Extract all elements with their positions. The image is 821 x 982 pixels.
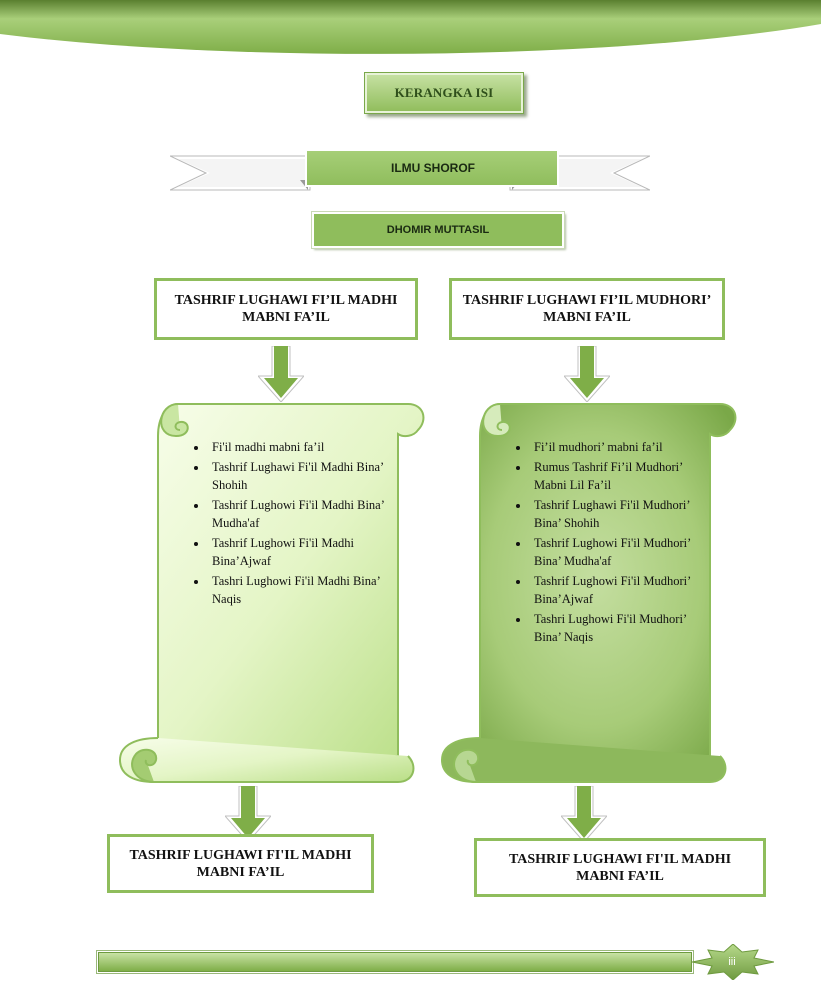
box-tashrif-mudhori-top-label: TASHRIF LUGHAWI FI’IL MUDHORI’ MABNI FA’… [462,293,712,325]
list-item: Rumus Tashrif Fi’il Mudhori’ Mabni Lil F… [530,458,708,494]
scroll-mudhori [440,403,737,783]
dhomir-muttasil-box: DHOMIR MUTTASIL [312,212,564,248]
list-item: Tashri Lughowi Fi'il Mudhori’ Bina’ Naqi… [530,610,708,646]
list-item: Tashrif Lughowi Fi'il Mudhori’ Bina’ Mud… [530,534,708,570]
box-bottom-right-label: TASHRIF LUGHAWI FI'IL MADHI MABNI FA’IL [508,851,732,884]
ilmu-shorof-label: ILMU SHOROF [391,161,475,175]
madhi-topic-list: Fi'il madhi mabni fa’il Tashrif Lughawi … [190,438,398,610]
ilmu-shorof-ribbon [170,150,650,191]
list-item: Tashri Lughowi Fi'il Madhi Bina’ Naqis [208,572,398,608]
box-tashrif-madhi-bottom-right: TASHRIF LUGHAWI FI'IL MADHI MABNI FA’IL [474,838,766,897]
arrow-down-icon [225,786,271,842]
list-item: Tashrif Lughowi Fi'il Madhi Bina’Ajwaf [208,534,398,570]
scroll-madhi [118,403,425,783]
box-tashrif-madhi-top-label: TASHRIF LUGHAWI FI’IL MADHI MABNI FA’IL [174,293,398,325]
dhomir-muttasil-label: DHOMIR MUTTASIL [386,224,490,236]
box-bottom-left-label: TASHRIF LUGHAWI FI'IL MADHI MABNI FA’IL [129,847,352,880]
list-item: Tashrif Lughowi Fi'il Madhi Bina’ Mudha'… [208,496,398,532]
box-tashrif-madhi-top: TASHRIF LUGHAWI FI’IL MADHI MABNI FA’IL [154,278,418,340]
box-tashrif-madhi-bottom-left: TASHRIF LUGHAWI FI'IL MADHI MABNI FA’IL [107,834,374,893]
arrow-down-icon [561,786,607,842]
footer-bar [98,952,692,972]
arrow-down-icon [564,346,610,402]
top-banner [0,0,821,54]
mudhori-topic-list: Fi’il mudhori’ mabni fa’il Rumus Tashrif… [512,438,708,648]
arrow-down-icon [258,346,304,402]
page-number: iii [728,956,736,968]
list-item: Fi'il madhi mabni fa’il [208,438,398,456]
list-item: Tashrif Lughawi Fi'il Mudhori’ Bina’ Sho… [530,496,708,532]
list-item: Tashrif Lughawi Fi'il Madhi Bina’ Shohih [208,458,398,494]
kerangka-isi-title: KERANGKA ISI [364,72,524,114]
box-tashrif-mudhori-top: TASHRIF LUGHAWI FI’IL MUDHORI’ MABNI FA’… [449,278,725,340]
page-badge-icon [692,944,774,980]
list-item: Tashrif Lughowi Fi'il Mudhori’ Bina’Ajwa… [530,572,708,608]
kerangka-isi-label: KERANGKA ISI [394,85,494,100]
list-item: Fi’il mudhori’ mabni fa’il [530,438,708,456]
